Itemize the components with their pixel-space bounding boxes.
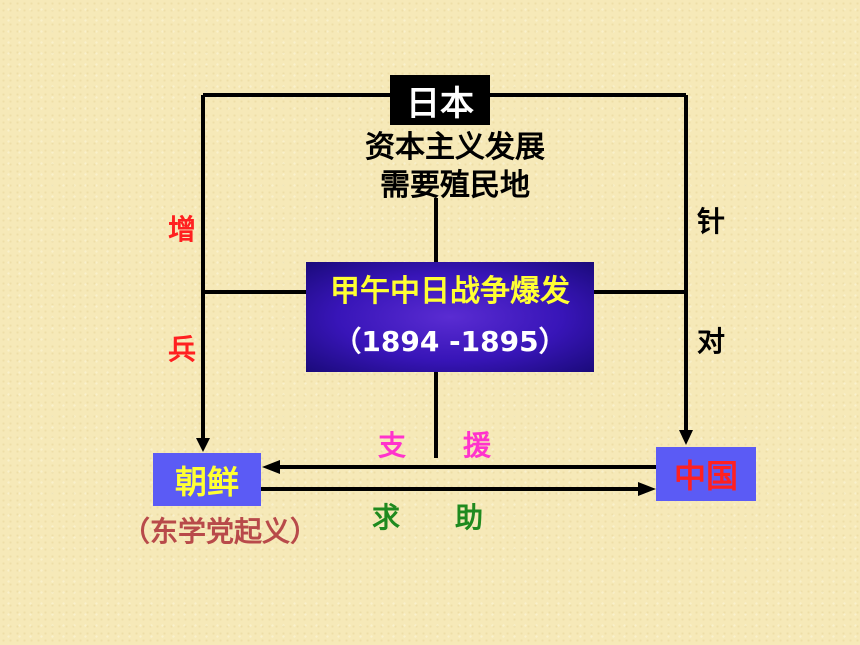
left-label-char-1: 增 <box>168 213 197 246</box>
support-arrowhead <box>262 460 280 474</box>
china-box: 中国 <box>656 447 756 501</box>
right-label-char-2: 对 <box>697 325 726 358</box>
china-name: 中国 <box>673 457 738 495</box>
korea-name: 朝鲜 <box>174 462 239 501</box>
war-title: 甲午中日战争爆发 <box>330 274 570 309</box>
right-label-char-1: 针 <box>697 205 726 238</box>
korea-box: 朝鲜 <box>153 453 261 506</box>
help-arrowhead <box>638 482 656 496</box>
war-years: （1894 -1895） <box>333 325 567 358</box>
support-char-2: 援 <box>463 429 492 462</box>
japan-title: 日本 <box>406 83 474 124</box>
help-char-1: 求 <box>372 501 401 534</box>
japan-desc-line1: 资本主义发展 <box>365 130 545 165</box>
japan-box: 日本 <box>390 75 490 125</box>
help-char-2: 助 <box>455 501 484 534</box>
china-arrowhead <box>679 430 693 445</box>
war-box: 甲午中日战争爆发 （1894 -1895） <box>306 262 594 372</box>
japan-desc-line2: 需要殖民地 <box>380 168 530 203</box>
korea-arrowhead <box>196 438 210 452</box>
korea-event: （东学党起义） <box>121 515 318 548</box>
left-label-char-2: 兵 <box>168 333 197 366</box>
support-char-1: 支 <box>378 429 407 462</box>
